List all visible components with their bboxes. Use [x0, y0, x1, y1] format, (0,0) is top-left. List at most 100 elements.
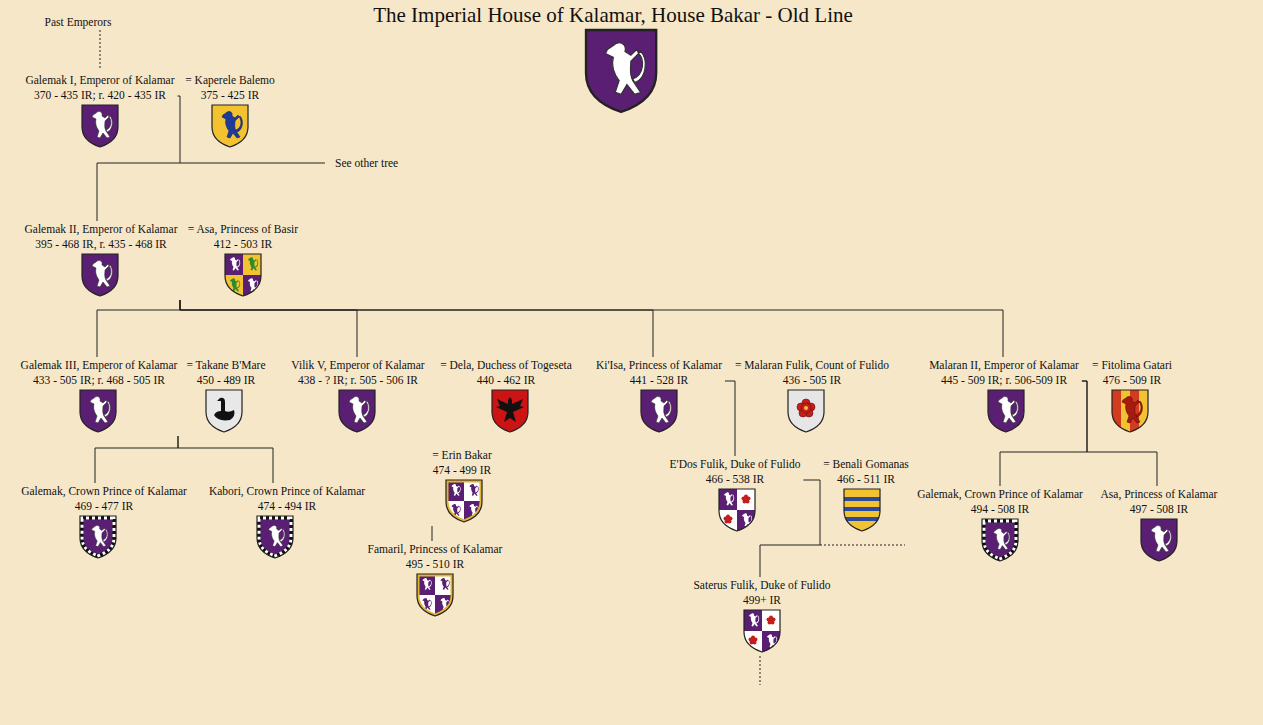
- coat-of-arms: [1112, 390, 1148, 432]
- person-box: = Malaran Fulik, Count of Fulido436 - 50…: [732, 357, 892, 436]
- person-name: Galemak III, Emperor of Kalamar: [21, 358, 178, 373]
- person-box: = Fitolima Gatari476 - 509 IR: [1089, 357, 1175, 436]
- coat-of-arms: [82, 254, 118, 296]
- coat-of-arms: [719, 489, 755, 531]
- life-dates: 433 - 505 IR; r. 468 - 505 IR: [21, 373, 178, 388]
- descent-line: [1082, 381, 1157, 486]
- life-dates: 412 - 503 IR: [188, 237, 298, 252]
- person-name: Saterus Fulik, Duke of Fulido: [693, 578, 830, 593]
- person-box: Asa, Princess of Kalamar497 - 508 IR: [1098, 486, 1221, 565]
- coat-of-arms: [417, 574, 453, 616]
- person-name: = Malaran Fulik, Count of Fulido: [735, 358, 889, 373]
- descent-line: [1000, 381, 1087, 486]
- person-name: Kabori, Crown Prince of Kalamar: [209, 484, 365, 499]
- coat-of-arms: [80, 390, 116, 432]
- life-dates: 476 - 509 IR: [1092, 373, 1172, 388]
- person-name: Galemak II, Emperor of Kalamar: [25, 222, 178, 237]
- person-box: Galemak III, Emperor of Kalamar433 - 505…: [18, 357, 181, 436]
- person-name: Malaran II, Emperor of Kalamar: [929, 358, 1079, 373]
- person-box: Saterus Fulik, Duke of Fulido499+ IR: [690, 577, 833, 656]
- coat-of-arms: [641, 390, 677, 432]
- person-box: = Dela, Duchess of Togeseta440 - 462 IR: [437, 357, 575, 436]
- person-box: Malaran II, Emperor of Kalamar445 - 509 …: [926, 357, 1082, 436]
- person-box: = Benali Gomanas466 - 511 IR: [820, 456, 912, 535]
- life-dates: 438 - ? IR; r. 505 - 506 IR: [291, 373, 424, 388]
- coat-of-arms: [257, 516, 293, 558]
- coat-of-arms: [988, 390, 1024, 432]
- person-name: E'Dos Fulik, Duke of Fulido: [670, 457, 801, 472]
- life-dates: 469 - 477 IR: [21, 499, 187, 514]
- life-dates: 474 - 499 IR: [432, 463, 492, 478]
- person-box: Galemak I, Emperor of Kalamar370 - 435 I…: [22, 72, 177, 151]
- life-dates: 495 - 510 IR: [368, 557, 503, 572]
- descent-line: [95, 436, 178, 483]
- life-dates: 440 - 462 IR: [440, 373, 572, 388]
- person-box: Ki'Isa, Princess of Kalamar441 - 528 IR: [593, 357, 725, 436]
- leader-line: [100, 30, 101, 68]
- person-name: = Dela, Duchess of Togeseta: [440, 358, 572, 373]
- person-box: Kabori, Crown Prince of Kalamar474 - 494…: [206, 483, 368, 562]
- person-name: = Kaperele Balemo: [185, 73, 275, 88]
- person-box: Famaril, Princess of Kalamar495 - 510 IR: [365, 541, 506, 620]
- person-box: E'Dos Fulik, Duke of Fulido466 - 538 IR: [667, 456, 804, 535]
- person-name: Galemak, Crown Prince of Kalamar: [917, 487, 1083, 502]
- leader-line: [180, 163, 325, 164]
- house-arms: [586, 30, 656, 112]
- coat-of-arms: [446, 480, 482, 522]
- descent-line: [97, 300, 180, 357]
- coat-of-arms: [339, 390, 375, 432]
- person-name: = Benali Gomanas: [823, 457, 909, 472]
- person-box: Galemak, Crown Prince of Kalamar469 - 47…: [18, 483, 190, 562]
- note-label: See other tree: [333, 156, 400, 171]
- person-name: Vilik V, Emperor of Kalamar: [291, 358, 424, 373]
- life-dates: 466 - 538 IR: [670, 472, 801, 487]
- descent-line: [760, 480, 820, 577]
- leader-line: [820, 545, 905, 546]
- person-name: = Fitolima Gatari: [1092, 358, 1172, 373]
- person-box: = Asa, Princess of Basir412 - 503 IR: [185, 221, 301, 300]
- coat-of-arms: [80, 516, 116, 558]
- coat-of-arms: [788, 390, 824, 432]
- person-name: = Erin Bakar: [432, 448, 492, 463]
- person-box: Vilik V, Emperor of Kalamar438 - ? IR; r…: [288, 357, 427, 436]
- descent-line: [180, 300, 653, 357]
- life-dates: 497 - 508 IR: [1101, 502, 1218, 517]
- coat-of-arms: [1141, 519, 1177, 561]
- coat-of-arms: [225, 254, 261, 296]
- note-label: Past Emperors: [43, 15, 114, 30]
- coat-of-arms: [844, 489, 880, 531]
- life-dates: 375 - 425 IR: [185, 88, 275, 103]
- person-box: = Kaperele Balemo375 - 425 IR: [182, 72, 278, 151]
- coat-of-arms: [982, 519, 1018, 561]
- life-dates: 395 - 468 IR, r. 435 - 468 IR: [25, 237, 178, 252]
- life-dates: 474 - 494 IR: [209, 499, 365, 514]
- person-name: Asa, Princess of Kalamar: [1101, 487, 1218, 502]
- coat-of-arms: [744, 610, 780, 652]
- person-name: = Takane B'Mare: [186, 358, 265, 373]
- coat-of-arms: [206, 390, 242, 432]
- person-name: Famaril, Princess of Kalamar: [368, 542, 503, 557]
- descent-line: [97, 96, 180, 221]
- descent-line: [725, 381, 735, 456]
- life-dates: 441 - 528 IR: [596, 373, 722, 388]
- coat-of-arms: [212, 105, 248, 147]
- person-box: = Takane B'Mare450 - 489 IR: [183, 357, 268, 436]
- person-name: Galemak, Crown Prince of Kalamar: [21, 484, 187, 499]
- person-box: Galemak, Crown Prince of Kalamar494 - 50…: [914, 486, 1086, 565]
- person-name: Ki'Isa, Princess of Kalamar: [596, 358, 722, 373]
- life-dates: 466 - 511 IR: [823, 472, 909, 487]
- leader-line: [760, 656, 761, 685]
- descent-line: [180, 300, 357, 357]
- descent-line: [180, 300, 1003, 357]
- life-dates: 494 - 508 IR: [917, 502, 1083, 517]
- person-box: Galemak II, Emperor of Kalamar395 - 468 …: [22, 221, 181, 300]
- life-dates: 436 - 505 IR: [735, 373, 889, 388]
- life-dates: 445 - 509 IR; r. 506-509 IR: [929, 373, 1079, 388]
- coat-of-arms: [82, 105, 118, 147]
- descent-line: [178, 436, 273, 483]
- descent-line: [432, 526, 433, 541]
- coat-of-arms: [492, 390, 528, 432]
- life-dates: 370 - 435 IR; r. 420 - 435 IR: [25, 88, 174, 103]
- life-dates: 450 - 489 IR: [186, 373, 265, 388]
